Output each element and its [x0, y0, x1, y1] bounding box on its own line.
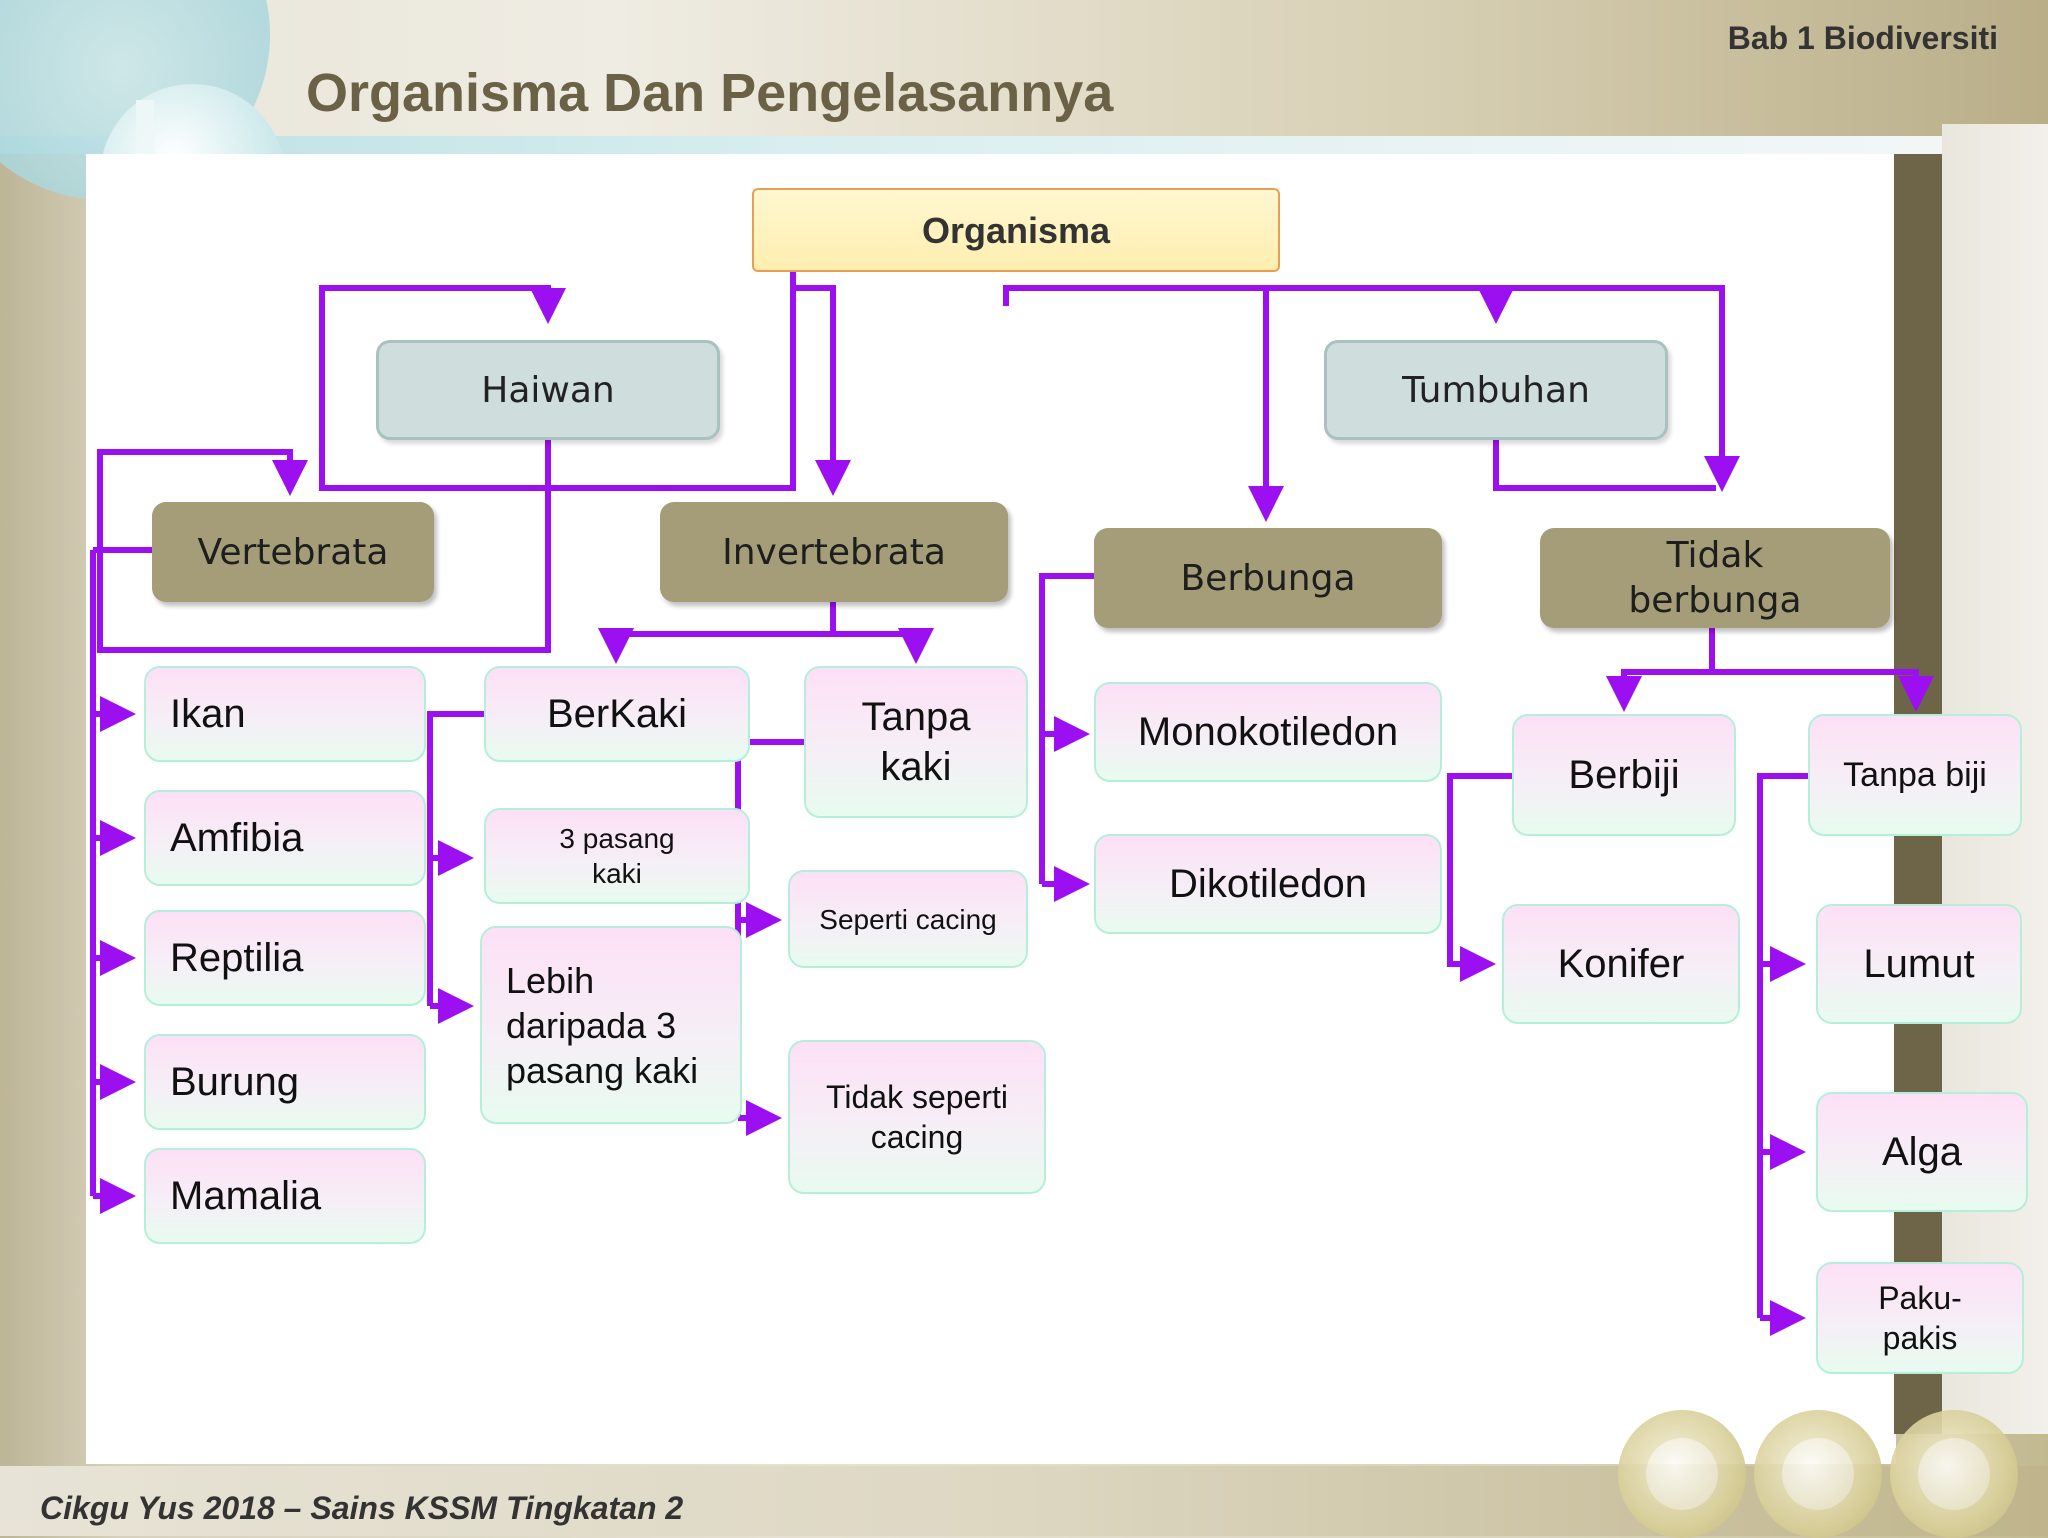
chapter-label: Bab 1 Biodiversiti: [1727, 20, 1998, 56]
node-berkaki[interactable]: BerKaki: [484, 666, 750, 762]
footer-credit: Cikgu Yus 2018 – Sains KSSM Tingkatan 2: [40, 1490, 684, 1526]
nav-orb-second[interactable]: [1754, 1410, 1882, 1538]
leaf-dikotiledon[interactable]: Dikotiledon: [1094, 834, 1442, 934]
connector-vertebrata-trunk: [90, 547, 152, 1196]
leaf-ikan[interactable]: Ikan: [144, 666, 426, 762]
nav-orb-first[interactable]: [1618, 1410, 1746, 1538]
node-tanpa-biji[interactable]: Tanpa biji: [1808, 714, 2022, 836]
leaf-lumut[interactable]: Lumut: [1816, 904, 2022, 1024]
connector-tidak-berbunga-berbiji: [1606, 628, 1715, 712]
node-tidak-berbunga[interactable]: Tidak berbunga: [1540, 528, 1890, 628]
connector-tanpa-biji-trunk: [1757, 773, 1814, 1318]
node-vertebrata[interactable]: Vertebrata: [152, 502, 434, 602]
connector-konifer: [1447, 773, 1512, 982]
leaf-amfibia[interactable]: Amfibia: [144, 790, 426, 886]
connector-invertebrata-berkaki: [598, 602, 836, 664]
leaf-konifer[interactable]: Konifer: [1502, 904, 1740, 1024]
connector-root-tidak-berbunga: [1003, 285, 1740, 492]
node-invertebrata[interactable]: Invertebrata: [660, 502, 1008, 602]
nav-orb-third[interactable]: [1890, 1410, 2018, 1538]
leaf-3-pasang-kaki[interactable]: 3 pasang kaki: [484, 808, 750, 904]
slide-title: Organisma Dan Pengelasannya: [306, 63, 1114, 123]
connector-invertebrata-tanpa-kaki: [833, 628, 934, 664]
connector-root-haiwan: [319, 272, 796, 491]
connector-berkaki-trunk: [427, 711, 484, 1006]
connector-root-invertebrata: [793, 285, 851, 496]
leaf-burung[interactable]: Burung: [144, 1034, 426, 1130]
header-background: [0, 0, 2048, 150]
node-tanpa-kaki[interactable]: Tanpa kaki: [804, 666, 1028, 818]
leaf-alga[interactable]: Alga: [1816, 1092, 2028, 1212]
node-organisma[interactable]: Organisma: [752, 188, 1280, 272]
leaf-mamalia[interactable]: Mamalia: [144, 1148, 426, 1244]
connector-tidak-berbunga-tanpa-biji: [1712, 669, 1934, 712]
leaf-seperti-cacing[interactable]: Seperti cacing: [788, 870, 1028, 968]
header-stripe: [0, 136, 2048, 154]
leaf-monokotiledon[interactable]: Monokotiledon: [1094, 682, 1442, 782]
node-tumbuhan[interactable]: Tumbuhan: [1324, 340, 1668, 440]
leaf-tidak-seperti-cacing[interactable]: Tidak seperti cacing: [788, 1040, 1046, 1194]
node-berbunga[interactable]: Berbunga: [1094, 528, 1442, 628]
leaf-paku-pakis[interactable]: Paku-pakis: [1816, 1262, 2024, 1374]
connector-berbunga-trunk: [1039, 573, 1094, 884]
node-berbiji[interactable]: Berbiji: [1512, 714, 1736, 836]
leaf-reptilia[interactable]: Reptilia: [144, 910, 426, 1006]
node-haiwan[interactable]: Haiwan: [376, 340, 720, 440]
leaf-lebih-3-pasang-kaki[interactable]: Lebih daripada 3 pasang kaki: [480, 926, 742, 1124]
connector-tumbuhan-link: [1493, 440, 1716, 491]
